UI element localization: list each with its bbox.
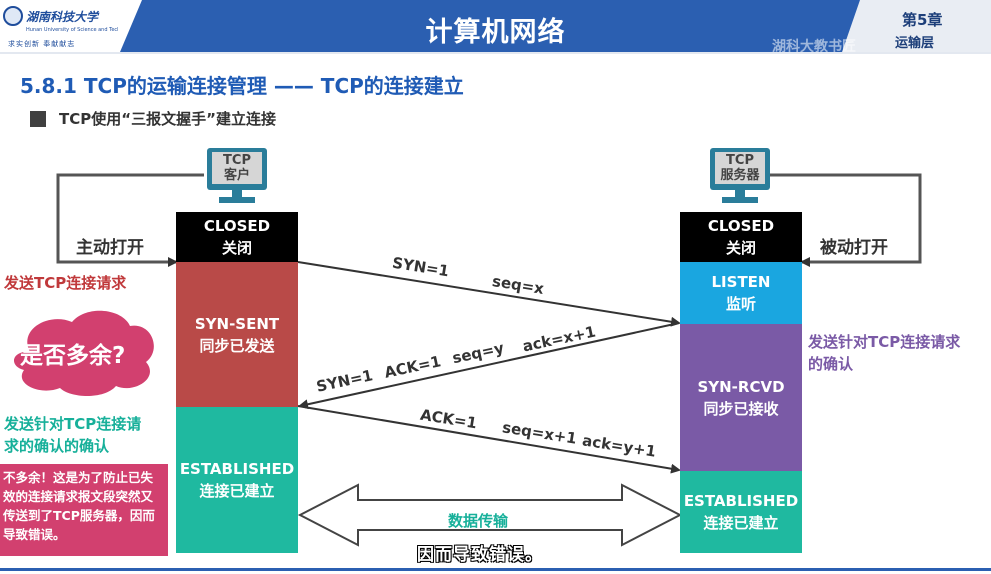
explanation-box: 不多余！这是为了防止已失效的连接请求报文段突然又传送到了TCP服务器，因而导致错… (0, 464, 168, 556)
bubble-text: 是否多余? (20, 343, 126, 369)
syn-ack-arrow (298, 322, 680, 410)
chapter-divider (842, 0, 860, 52)
server-confirm-note-2: 的确认 (808, 355, 854, 373)
send-request-note: 发送TCP连接请求 (4, 274, 127, 292)
university-logo: 湖南科技大学 Hunan University of Science and T… (0, 0, 120, 52)
chapter-box (842, 0, 991, 52)
active-open-label: 主动打开 (76, 238, 144, 258)
school-motto: 求实创新 奉献献志 (8, 40, 76, 48)
school-name: 湖南科技大学 (26, 10, 99, 24)
bullet-icon (30, 111, 46, 127)
server-open-arrow (770, 173, 922, 267)
school-name-en: Hunan University of Science and Technolo… (26, 27, 118, 33)
server-confirm-note-1: 发送针对TCP连接请求 (808, 333, 961, 351)
passive-open-label: 被动打开 (820, 238, 888, 258)
client-confirm-note-2: 求的确认的确认 (4, 437, 110, 455)
ack-arrow (297, 405, 681, 474)
client-confirm-note-1: 发送针对TCP连接请 (4, 415, 142, 433)
seal-icon (3, 6, 23, 26)
chapter-number: 第5章 (902, 11, 943, 29)
syn-arrow (297, 261, 681, 327)
watermark: 湖科大教书匠 (772, 39, 856, 55)
header-underline (0, 52, 991, 54)
client-open-arrow (56, 173, 204, 267)
chapter-name: 运输层 (895, 36, 935, 51)
footer-bar (0, 568, 991, 571)
slide-header (0, 0, 991, 52)
video-subtitle: 因而导致错误。 (417, 545, 543, 565)
data-transfer-label: 数据传输 (448, 512, 509, 530)
bullet-text: TCP使用“三报文握手”建立连接 (59, 110, 276, 128)
section-title: 5.8.1 TCP的运输连接管理 —— TCP的连接建立 (20, 74, 464, 98)
header-divider (120, 0, 142, 52)
question-bubble (13, 310, 154, 396)
course-title: 计算机网络 (425, 17, 566, 48)
